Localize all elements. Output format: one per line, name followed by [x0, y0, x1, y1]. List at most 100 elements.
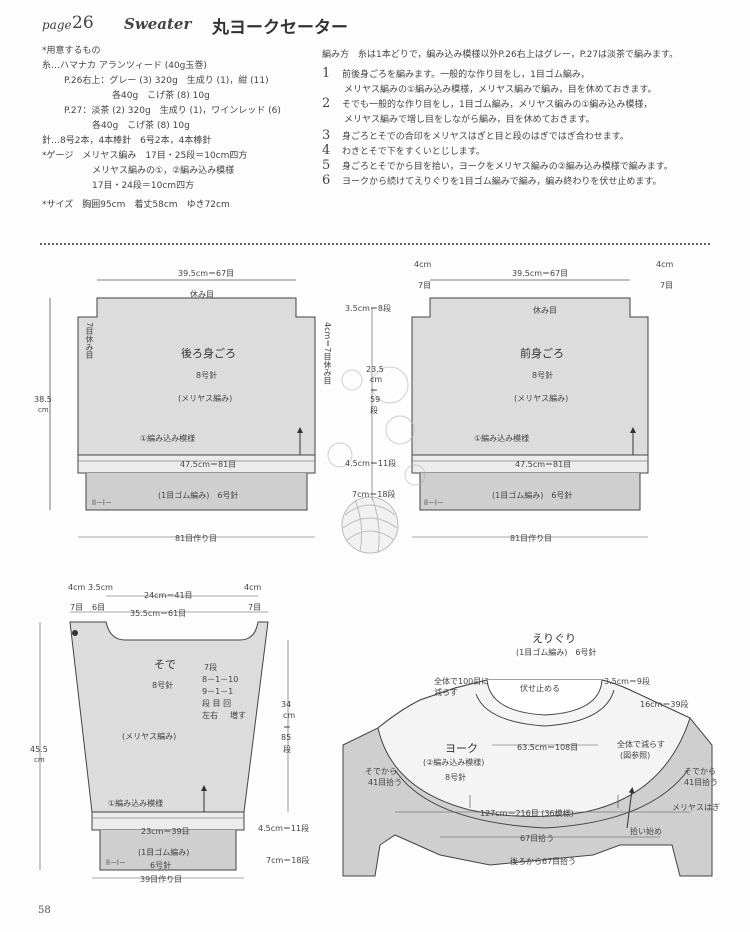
back-mid-width: 47.5cm＝81目 — [180, 460, 237, 469]
materials-p27-2: 各40g こげ茶 (8) 10g — [92, 121, 190, 131]
back-body-title: 後ろ身ごろ — [181, 347, 236, 360]
step-text: 身ごろとそでから目を拾い，ヨークをメリヤス編みの②編み込み模様で編みます。 — [342, 162, 673, 172]
sleeve-inc1: 7段 — [204, 663, 218, 672]
sleeve-inc2: 8－1－10 — [202, 675, 239, 684]
back-right-note: 4cm＝7目休み目 — [323, 322, 332, 385]
materials-needles: 針…8号2本，4本棒針 6号2本，4本棒針 — [42, 136, 212, 146]
step-number: 4 — [322, 143, 331, 158]
yoke-height: 16cm＝39段 — [640, 700, 689, 709]
front-side-right-b: 7目 — [660, 281, 674, 290]
sleeve-rib: (1目ゴム編み) — [138, 848, 190, 857]
materials-heading: *用意するもの — [42, 46, 101, 56]
yoke-title: ヨーク — [445, 742, 478, 755]
sleeve-height: 45.5 — [30, 745, 48, 754]
sleeve-top-d2: 7目 — [248, 603, 262, 612]
front-side-left-b: 7目 — [418, 281, 432, 290]
mid-dim-a: 23.5 — [366, 365, 384, 374]
step-text: わきとそで下をすくいとじします。 — [342, 147, 485, 157]
mid-dim-c: ＝ — [370, 386, 378, 395]
sleeve-pat-rows: 4.5cm＝11段 — [258, 824, 310, 833]
sleeve-rib-rows: 7cm＝18段 — [266, 856, 310, 865]
sleeve-rib-needle: 6号針 — [150, 861, 172, 870]
yoke-meriyasu: メリヤスはぎ — [672, 803, 720, 812]
mid-dim-rib: 7cm＝18段 — [352, 490, 396, 499]
sleeve-needle: 8号針 — [152, 681, 174, 690]
sleeve-stitch: (メリヤス編み) — [122, 732, 177, 741]
step-number: 5 — [322, 158, 331, 173]
sleeve-cast-on: 39目作り目 — [140, 875, 183, 884]
section-divider — [40, 243, 710, 245]
title-en: Sweater — [124, 15, 192, 33]
size-line: *サイズ 胸囲95cm 着丈58cm ゆき72cm — [42, 200, 230, 210]
sleeve-top-b: 3.5cm — [88, 583, 113, 592]
yoke-back-pick: 後ろから67目拾う — [510, 857, 577, 866]
back-stitch: (メリヤス編み) — [178, 394, 233, 403]
back-pattern: ①編み込み模様 — [140, 434, 196, 443]
materials-yarn: 糸…ハマナカ アランツィード (40g玉巻) — [42, 61, 207, 71]
sleeve-pick-right2: 41目拾う — [684, 778, 719, 787]
back-needle: 8号針 — [196, 371, 218, 380]
yoke-total2: 減らす — [434, 688, 458, 697]
front-cast-on: 81目作り目 — [510, 534, 553, 543]
step-number: 3 — [322, 128, 331, 143]
front-rib-mark: ll－l－ — [424, 499, 444, 507]
gauge-heading: *ゲージ メリヤス編み 17目・25段＝10cm四方 — [42, 151, 248, 161]
step-number: 1 — [322, 66, 331, 81]
collar-height: 3.5cm＝9段 — [604, 677, 651, 686]
mid-dim-low: 4.5cm＝11段 — [345, 459, 397, 468]
front-body-title: 前身ごろ — [520, 347, 564, 360]
sleeve-height-unit: cm — [34, 756, 45, 764]
sleeve-right-h3: ＝ — [283, 723, 291, 732]
sleeve-pick-left: そでから — [365, 767, 397, 776]
materials-p27-1: P.27：淡茶 (2) 320g 生成り (1)，ワインレッド (6) — [64, 106, 281, 116]
step-text-cont: メリヤス編みで増し目をしながら編み，目を休めておきます。 — [344, 115, 595, 125]
sleeve-inc5: 増す — [230, 711, 246, 720]
materials-p26-2: 各40g こげ茶 (8) 10g — [112, 91, 210, 101]
page-number: 26 — [72, 13, 94, 33]
yoke-piece — [342, 679, 713, 877]
front-rest-label: 休み目 — [533, 306, 557, 315]
sleeve-pick-right: そでから — [684, 767, 716, 776]
page-label: page — [42, 18, 72, 32]
step-text: そでも一般的な作り目をし，1目ゴム編み，メリヤス編みの①編み込み模様， — [342, 100, 653, 110]
front-body-piece — [411, 297, 649, 511]
back-rib-mark: ll－l－ — [92, 499, 112, 507]
back-left-rest: 7目休み目 — [85, 322, 94, 360]
sleeve-pick-left2: 41目拾う — [368, 778, 403, 787]
back-rib: (1目ゴム編み) 6号針 — [158, 491, 239, 500]
sleeve-mid-width: 23cm＝39目 — [141, 827, 190, 836]
mid-dim-top: 3.5cm＝8段 — [345, 304, 392, 313]
sleeve-right-h2: cm — [283, 711, 296, 720]
yoke-bottom-width: 127cm＝216目 (36模様) — [480, 809, 574, 818]
sleeve-inc4: 段 目 回 — [202, 699, 232, 708]
sleeve-rib-mark: ll－l－ — [106, 859, 126, 867]
sleeve-top-b2: 6目 — [92, 603, 106, 612]
collar-rib: (1目ゴム編み) 6号針 — [516, 648, 597, 657]
yoke-front-pick: 67目拾う — [520, 834, 555, 843]
instruction-step: 5 身ごろとそでから目を拾い，ヨークをメリヤス編みの②編み込み模様で編みます。 — [322, 158, 673, 175]
front-side-left-a: 4cm — [414, 260, 432, 269]
sleeve-top-a: 4cm — [68, 583, 86, 592]
sleeve-piece — [69, 621, 269, 871]
yoke-decrease: 全体で減らす — [617, 740, 665, 749]
sleeve-top-a2: 7目 — [70, 603, 84, 612]
title-jp: 丸ヨークセーター — [212, 18, 348, 38]
materials-p26-1: P.26右上：グレー (3) 320g 生成り (1)，紺 (11) — [64, 76, 269, 86]
gauge-line2: メリヤス編みの①，②編み込み模様 — [92, 166, 235, 176]
front-mid-width: 47.5cm＝81目 — [515, 460, 572, 469]
step-number: 2 — [322, 96, 331, 111]
yoke-see: (図参照) — [620, 751, 651, 760]
step-number: 6 — [322, 173, 331, 188]
front-stitch: (メリヤス編み) — [514, 394, 569, 403]
sleeve-top-width: 35.5cm＝61目 — [130, 609, 187, 618]
front-rib: (1目ゴム編み) 6号針 — [492, 491, 573, 500]
step-text: 前後身ごろを編みます。一般的な作り目をし，1目ゴム編み， — [342, 70, 590, 80]
mid-dim-d: 59 — [370, 395, 381, 404]
back-cast-on: 81目作り目 — [175, 534, 218, 543]
sleeve-right-h4: 85 — [281, 733, 292, 742]
yoke-bind-off: 伏せ止める — [520, 684, 560, 693]
